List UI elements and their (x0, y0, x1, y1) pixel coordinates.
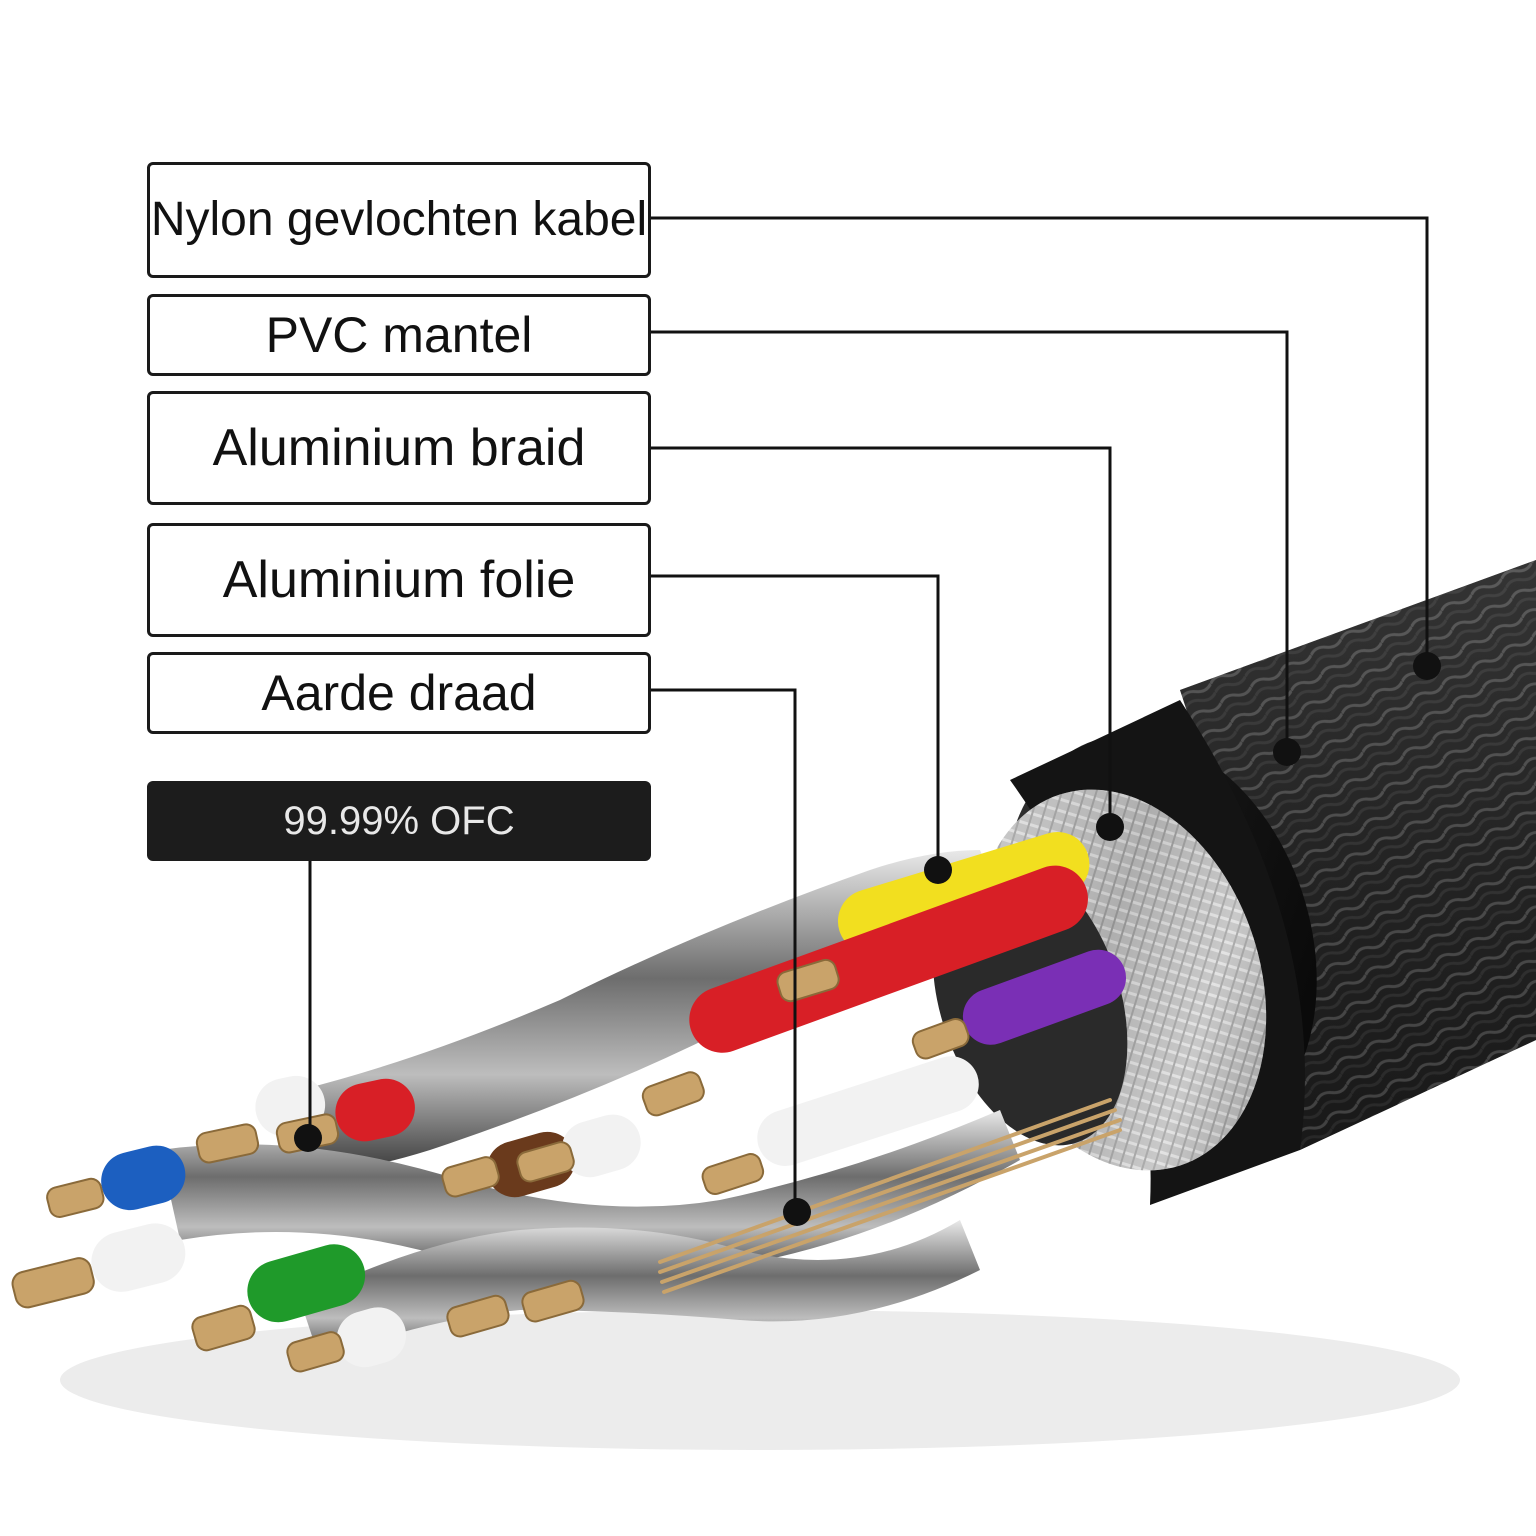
wire-white-4 (757, 1056, 979, 1166)
leader-pvc (651, 330, 1289, 752)
leader-folie (651, 574, 940, 870)
leader-lines (308, 216, 1429, 1210)
dot-nylon (1413, 652, 1441, 680)
wire-red-long (689, 865, 1088, 1053)
label-nylon-text: Nylon gevlochten kabel (150, 193, 648, 246)
aluminium-foil-pair-bottom (300, 1220, 980, 1360)
wire-blue (101, 1145, 186, 1211)
wire-green (247, 1244, 366, 1323)
leader-nylon (651, 216, 1429, 666)
ground-wire-bundle (658, 1098, 1122, 1294)
copper-strands (11, 958, 970, 1373)
leader-dots (294, 652, 1441, 1226)
label-aluminium-braid: Aluminium braid (147, 391, 651, 505)
wire-red-short (335, 1078, 415, 1142)
label-braid-text: Aluminium braid (212, 419, 586, 477)
label-pvc-text: PVC mantel (265, 307, 533, 363)
dot-folie (924, 856, 952, 884)
leader-aarde (651, 688, 797, 1210)
dot-pvc (1273, 738, 1301, 766)
wire-purple (962, 949, 1127, 1045)
label-ofc-badge: 99.99% OFC (147, 781, 651, 861)
label-ground-wire: Aarde draad (147, 652, 651, 734)
dot-aarde (783, 1198, 811, 1226)
wire-white-1 (91, 1223, 186, 1292)
aluminium-foil-pair (300, 850, 1000, 1171)
wire-white-2 (336, 1307, 407, 1368)
label-ofc-text: 99.99% OFC (283, 798, 515, 843)
leader-braid (651, 446, 1112, 827)
label-aarde-text: Aarde draad (261, 665, 537, 721)
dot-ofc (294, 1124, 322, 1152)
floor-shadow (60, 1310, 1460, 1450)
label-nylon-braided-cable: Nylon gevlochten kabel (147, 162, 651, 278)
label-pvc-mantle: PVC mantel (147, 294, 651, 376)
dot-braid (1096, 813, 1124, 841)
wire-white-3 (561, 1114, 641, 1178)
aluminium-foil-pair-lower (160, 1110, 1020, 1277)
label-folie-text: Aluminium folie (222, 551, 576, 609)
label-aluminium-foil: Aluminium folie (147, 523, 651, 637)
